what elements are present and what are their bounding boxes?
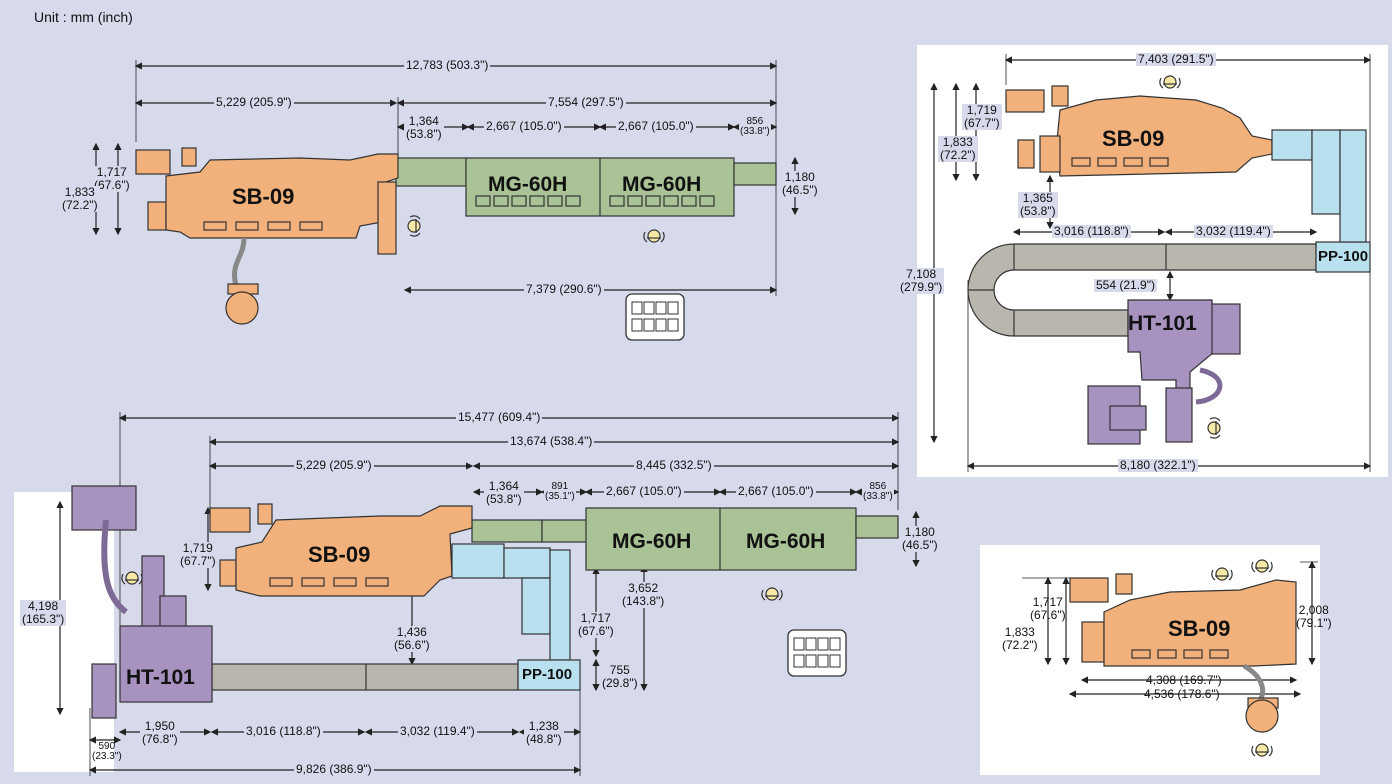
- label-ht-101: HT-101: [126, 666, 195, 689]
- dim-l4-w2: 4,536 (178.6"): [1144, 687, 1220, 701]
- label-pp-100: PP-100: [1318, 248, 1369, 265]
- layout-4: [1022, 560, 1318, 733]
- dim-l2-h2: 1,833 (72.2"): [938, 135, 978, 162]
- dim-l1-height-right: 1,180 (46.5"): [780, 170, 820, 197]
- label-pp-100: PP-100: [522, 666, 573, 683]
- dim-l3-ht-small: 590 (23.3"): [92, 741, 122, 762]
- dim-l3-end: 856 (33.8"): [862, 481, 894, 502]
- unit-label: Unit : mm (inch): [34, 9, 133, 25]
- dim-l3-pp-height: 1,717 (67.6"): [576, 611, 616, 638]
- dim-l4-h1: 1,717 (67.6"): [1030, 595, 1066, 622]
- dim-l1-bottom: 7,379 (290.6"): [524, 282, 604, 296]
- dim-l1-mg-total: 7,554 (297.5"): [546, 95, 626, 109]
- label-sb-09: SB-09: [308, 542, 371, 567]
- dim-l4-h2: 1,833 (72.2"): [1002, 625, 1038, 652]
- dim-l3-total: 15,477 (609.4"): [456, 410, 543, 424]
- dim-l1-mg2: 2,667 (105.0"): [616, 119, 696, 133]
- dim-l3-height-left: 4,198 (165.3"): [20, 599, 67, 626]
- dim-l3-c2: 3,032 (119.4"): [398, 724, 477, 738]
- dim-l1-end: 856 (33.8"): [739, 116, 771, 137]
- dim-l3-height-right: 1,180 (46.5"): [900, 525, 940, 552]
- dim-l3-pp-width: 755 (29.8"): [600, 663, 640, 690]
- dim-l3-mg1: 2,667 (105.0"): [604, 484, 684, 498]
- dim-l3-conveyor: 1,364 (53.8"): [484, 479, 524, 506]
- dim-l2-h1: 1,719 (67.7"): [962, 103, 1002, 130]
- dim-l3-mg-total: 8,445 (332.5"): [634, 458, 714, 472]
- dim-l2-c1: 3,016 (118.8"): [1052, 224, 1131, 238]
- dim-l3-sb-ht-gap: 1,436 (56.6"): [392, 625, 432, 652]
- dim-l3-h-sb: 1,719 (67.7"): [178, 541, 218, 568]
- dim-l2-width-top: 7,403 (291.5"): [1136, 52, 1216, 66]
- dim-l3-pp-length: 1,238 (48.8"): [524, 719, 564, 746]
- label-mg-60h: MG-60H: [622, 173, 702, 196]
- dim-l4-h3: 2,008 (79.1"): [1296, 603, 1332, 630]
- panel-bottom-left: [14, 492, 114, 772]
- dim-l2-gap: 1,365 (53.8"): [1018, 191, 1058, 218]
- dim-l2-c2: 3,032 (119.4"): [1194, 224, 1273, 238]
- dim-l3-c1: 3,016 (118.8"): [244, 724, 323, 738]
- label-mg-60h: MG-60H: [746, 530, 826, 553]
- dim-l1-mg1: 2,667 (105.0"): [484, 119, 564, 133]
- dim-l3-sb-length: 5,229 (205.9"): [294, 458, 374, 472]
- label-sb-09: SB-09: [1168, 616, 1231, 641]
- dim-l3-ht-width: 1,950 (76.8"): [140, 719, 180, 746]
- dim-l3-bottom: 9,826 (386.9"): [294, 762, 374, 776]
- layout-1: [92, 60, 799, 325]
- dim-l3-mg-depth: 3,652 (143.8"): [620, 581, 667, 608]
- layout-2: [930, 54, 1372, 472]
- dim-l4-w1: 4,308 (169.7"): [1146, 673, 1222, 687]
- dim-l1-h2: 1,833 (72.2"): [60, 185, 100, 212]
- dim-l3-mg2: 2,667 (105.0"): [736, 484, 816, 498]
- layout-3: [56, 412, 920, 776]
- dim-l1-conveyor: 1,364 (53.8"): [404, 114, 444, 141]
- dim-l1-sb-length: 5,229 (205.9"): [214, 95, 294, 109]
- dim-l1-total: 12,783 (503.3"): [404, 58, 491, 72]
- dim-l2-height: 7,108 (279.9"): [898, 267, 945, 294]
- label-sb-09: SB-09: [1102, 126, 1165, 151]
- label-mg-60h: MG-60H: [488, 173, 568, 196]
- label-mg-60h: MG-60H: [612, 530, 692, 553]
- dim-l3-total2: 13,674 (538.4"): [508, 434, 595, 448]
- label-ht-101: HT-101: [1128, 312, 1197, 335]
- dim-l2-width-bottom: 8,180 (322.1"): [1118, 458, 1198, 472]
- dim-l3-conveyor2: 891 (35.1"): [544, 481, 576, 502]
- label-sb-09: SB-09: [232, 184, 295, 209]
- dim-l2-ht-gap: 554 (21.9"): [1094, 278, 1157, 292]
